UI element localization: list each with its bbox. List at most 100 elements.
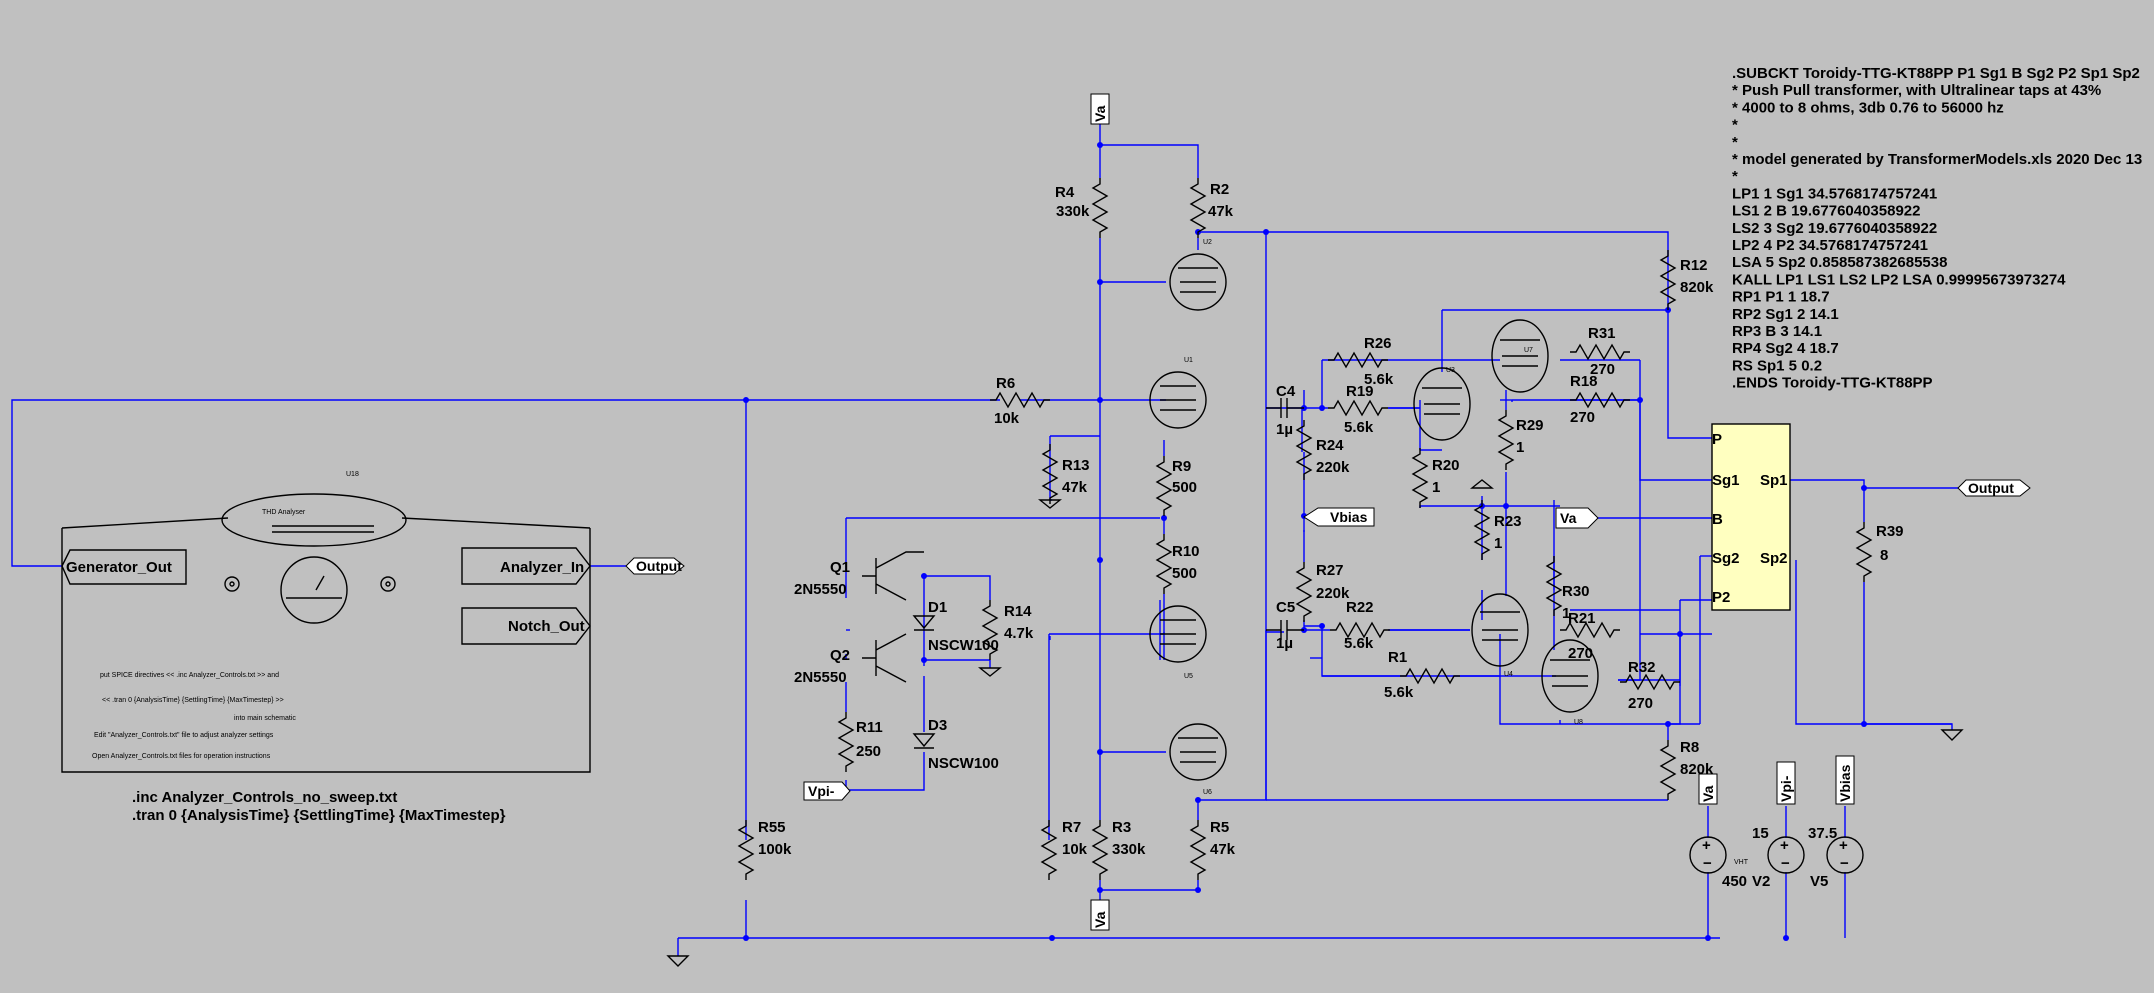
svg-text:47k: 47k (1210, 841, 1236, 858)
tube-u1: U1 (1149, 357, 1207, 429)
svg-text:Q1: Q1 (830, 559, 850, 576)
svg-text:R26: R26 (1364, 335, 1392, 352)
svg-text:+: + (1702, 837, 1711, 854)
tube-u7: U7 (1491, 319, 1549, 393)
svg-text:P: P (1712, 431, 1722, 448)
svg-text:R1: R1 (1388, 649, 1407, 666)
svg-text:C5: C5 (1276, 599, 1295, 616)
svg-text:10k: 10k (994, 410, 1020, 427)
svg-text:R9: R9 (1172, 458, 1191, 475)
svg-text:220k: 220k (1316, 459, 1350, 476)
svg-text:Va: Va (1092, 911, 1108, 928)
svg-text:R8: R8 (1680, 739, 1699, 756)
svg-text:+: + (1780, 837, 1789, 854)
subckt-line: LS2 3 Sg2 19.6776040358922 (1732, 220, 1937, 237)
svg-text:V5: V5 (1810, 873, 1828, 890)
svg-text:+: + (1839, 837, 1848, 854)
svg-text:R18: R18 (1570, 373, 1598, 390)
tubes: U2 U1 U5 U6 U3 U7 U4 U8 (1149, 239, 1599, 796)
svg-text:Va: Va (1560, 510, 1577, 526)
svg-text:R10: R10 (1172, 543, 1200, 560)
svg-text:2N5550: 2N5550 (794, 581, 847, 598)
svg-text:D1: D1 (928, 599, 947, 616)
svg-text:R4: R4 (1055, 184, 1075, 201)
svg-text:V2: V2 (1752, 873, 1770, 890)
svg-text:U5: U5 (1184, 673, 1193, 680)
transistors (862, 551, 924, 683)
svg-text:1µ: 1µ (1276, 635, 1293, 652)
svg-text:R23: R23 (1494, 513, 1522, 530)
svg-text:R24: R24 (1316, 437, 1344, 454)
tube-u2: U2 (1169, 239, 1227, 311)
svg-text:Edit "Analyzer_Controls.txt" f: Edit "Analyzer_Controls.txt" file to adj… (94, 732, 274, 739)
svg-text:R19: R19 (1346, 383, 1374, 400)
tube-u5: U5 (1149, 605, 1207, 680)
svg-text:5.6k: 5.6k (1344, 635, 1374, 652)
svg-text:4.7k: 4.7k (1004, 625, 1034, 642)
svg-text:P2: P2 (1712, 589, 1730, 606)
svg-text:Output: Output (1968, 480, 2014, 496)
tube-u4: U4 (1471, 593, 1529, 678)
spice-directives: .inc Analyzer_Controls_no_sweep.txt .tra… (132, 789, 506, 824)
svg-text:Vpi-: Vpi- (808, 783, 835, 799)
subckt-line: .SUBCKT Toroidy-TTG-KT88PP P1 Sg1 B Sg2 … (1732, 65, 2140, 82)
svg-text:−: − (1703, 855, 1712, 872)
svg-text:Vbias: Vbias (1837, 764, 1853, 802)
net-labels: Va Va Va Vpi- Vbias Vbias Va Vpi- Output… (625, 93, 2031, 931)
svg-text:47k: 47k (1062, 479, 1088, 496)
svg-text:2N5550: 2N5550 (794, 669, 847, 686)
svg-text:15: 15 (1752, 825, 1769, 842)
svg-text:−: − (1781, 855, 1790, 872)
svg-text:R2: R2 (1210, 181, 1229, 198)
svg-text:U8: U8 (1574, 719, 1583, 726)
svg-text:Sp2: Sp2 (1760, 550, 1788, 567)
svg-text:into main schematic: into main schematic (234, 715, 296, 722)
svg-text:R31: R31 (1588, 325, 1616, 342)
subckt-listing: .SUBCKT Toroidy-TTG-KT88PP P1 Sg1 B Sg2 … (1732, 65, 2142, 392)
capacitors (1266, 398, 1304, 640)
subckt-line: RP1 P1 1 18.7 (1732, 289, 1830, 306)
diodes (912, 615, 936, 749)
svg-text:R11: R11 (856, 719, 883, 736)
svg-text:270: 270 (1590, 361, 1615, 378)
svg-text:<< .tran 0 {AnalysisTime} {Set: << .tran 0 {AnalysisTime} {SettlingTime}… (102, 697, 284, 704)
svg-text:R13: R13 (1062, 457, 1090, 474)
svg-text:1: 1 (1432, 479, 1440, 496)
svg-text:Open Analyzer_Controls.txt fil: Open Analyzer_Controls.txt files for ope… (92, 753, 271, 760)
svg-text:330k: 330k (1056, 203, 1090, 220)
svg-text:Q2: Q2 (830, 647, 850, 664)
svg-text:270: 270 (1628, 695, 1653, 712)
svg-text:put SPICE directives << .inc A: put SPICE directives << .inc Analyzer_Co… (100, 672, 279, 679)
svg-text:100k: 100k (758, 841, 792, 858)
svg-text:R39: R39 (1876, 523, 1904, 540)
thd-analyzer: U18 THD Analyser Generator_Out Analyzer_… (61, 471, 591, 773)
svg-text:270: 270 (1570, 409, 1595, 426)
svg-text:5.6k: 5.6k (1344, 419, 1374, 436)
svg-text:R5: R5 (1210, 819, 1229, 836)
subckt-line: KALL LP1 LS1 LS2 LP2 LSA 0.9999567397327… (1732, 271, 2066, 288)
svg-text:D3: D3 (928, 717, 947, 734)
subckt-line: RP3 B 3 14.1 (1732, 323, 1822, 340)
svg-text:R7: R7 (1062, 819, 1081, 836)
svg-text:Sg2: Sg2 (1712, 550, 1740, 567)
svg-text:U3: U3 (1446, 367, 1455, 374)
svg-text:270: 270 (1568, 645, 1593, 662)
svg-text:250: 250 (856, 743, 881, 760)
svg-text:B: B (1712, 511, 1723, 528)
svg-text:5.6k: 5.6k (1364, 371, 1394, 388)
svg-text:R3: R3 (1112, 819, 1131, 836)
svg-text:THD Analyser: THD Analyser (262, 509, 306, 516)
tube-u3: U3 (1413, 367, 1471, 441)
svg-text:Analyzer_In: Analyzer_In (500, 559, 584, 576)
svg-text:−: − (1840, 855, 1849, 872)
svg-text:450: 450 (1722, 873, 1747, 890)
subckt-line: .ENDS Toroidy-TTG-KT88PP (1732, 375, 1933, 392)
svg-text:Vbias: Vbias (1330, 509, 1368, 525)
svg-text:U18: U18 (346, 471, 359, 478)
subckt-line: * 4000 to 8 ohms, 3db 0.76 to 56000 hz (1732, 99, 2004, 116)
svg-text:.inc Analyzer_Controls_no_swee: .inc Analyzer_Controls_no_sweep.txt (132, 789, 397, 806)
svg-text:U7: U7 (1524, 347, 1533, 354)
subckt-line: * (1732, 117, 1738, 134)
subckt-line: LS1 2 B 19.6776040358922 (1732, 203, 1921, 220)
svg-text:Generator_Out: Generator_Out (66, 559, 172, 576)
